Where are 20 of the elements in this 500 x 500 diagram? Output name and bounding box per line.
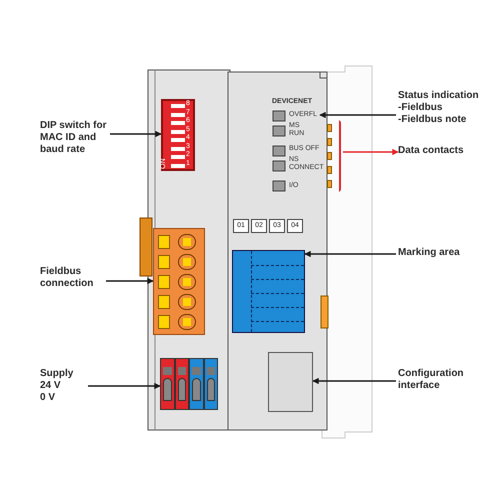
callout-text: Supply 24 V 0 V	[40, 368, 86, 408]
arrow	[312, 378, 396, 384]
callout-text: Marking area	[398, 247, 482, 261]
configuration-interface	[268, 352, 313, 412]
callout-text: Status indication -Fieldbus -Fieldbus note	[398, 90, 490, 130]
marking-area	[232, 250, 305, 333]
supply-terminal	[160, 358, 218, 410]
arrow	[343, 148, 399, 156]
arrow	[88, 382, 161, 390]
arrow	[304, 250, 396, 258]
callout-text: Fieldbus connection	[40, 266, 104, 294]
arrow	[110, 130, 162, 138]
fieldbus-connector	[153, 228, 205, 335]
arrow	[106, 278, 154, 284]
arrow	[319, 112, 396, 118]
callout-text: Configuration interface	[398, 368, 482, 398]
callout-text: DIP switch for MAC ID and baud rate	[40, 120, 108, 160]
data-contacts	[326, 120, 341, 192]
dip-switch	[161, 99, 195, 171]
callout-text: Data contacts	[398, 145, 482, 159]
